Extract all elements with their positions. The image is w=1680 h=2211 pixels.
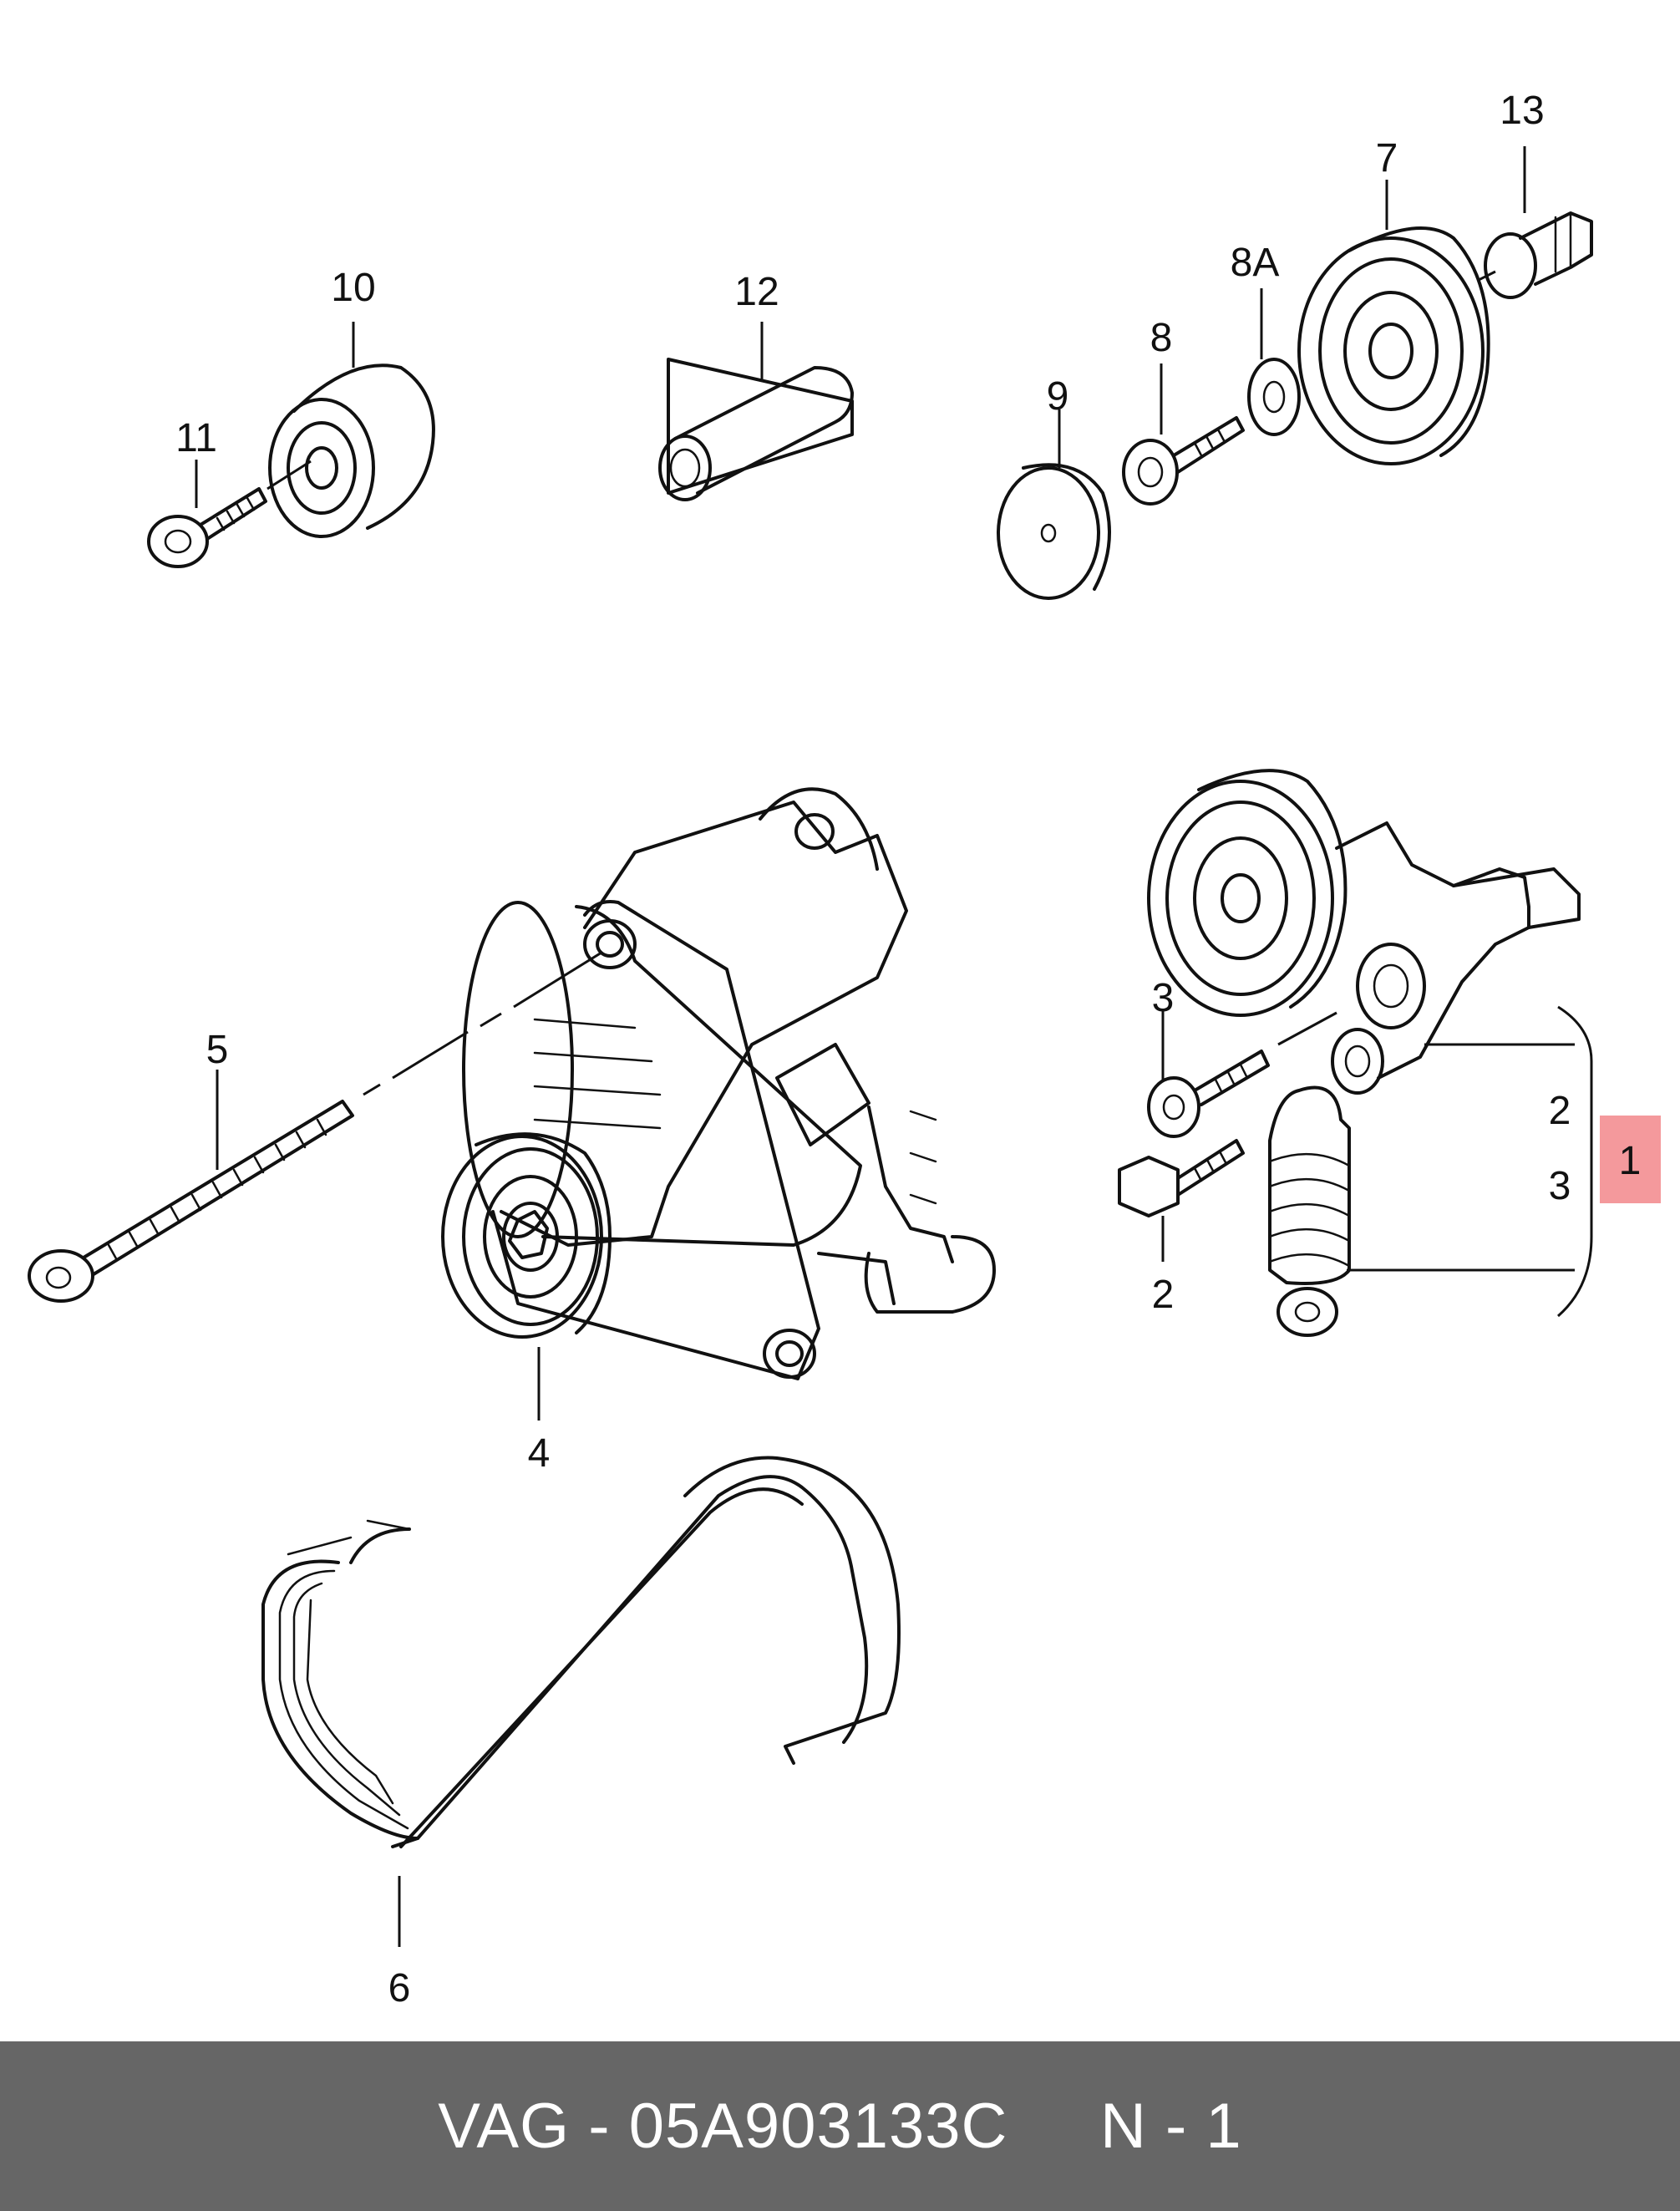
callout-10: 10 xyxy=(331,266,375,310)
part-5-long-bolt xyxy=(28,951,602,1303)
callout-9: 9 xyxy=(1047,374,1069,419)
part-10-idler-roller xyxy=(268,322,435,538)
callout-3-bracket: 3 xyxy=(1549,1164,1571,1208)
footer-bar: VAG - 05A903133C N - 1 xyxy=(0,2041,1680,2211)
callout-11: 11 xyxy=(175,416,217,460)
callout-5: 5 xyxy=(206,1028,229,1072)
callout-3-bolt: 3 xyxy=(1152,976,1175,1020)
part-6-ribbed-belt xyxy=(261,1456,901,1947)
callout-2-bracket: 2 xyxy=(1549,1089,1571,1133)
part-1-tensioner-assembly xyxy=(1147,769,1593,1337)
callout-1: 1 xyxy=(1619,1139,1642,1183)
callout-2-bolt: 2 xyxy=(1152,1273,1175,1317)
callout-12: 12 xyxy=(734,270,779,314)
part-11-bolt xyxy=(147,460,312,568)
callout-13: 13 xyxy=(1500,89,1544,133)
part-8a-washer xyxy=(1247,288,1301,436)
callout-8: 8 xyxy=(1150,316,1173,360)
callout-7: 7 xyxy=(1376,136,1398,180)
part-2-bolt xyxy=(1118,1139,1245,1262)
part-4-alternator xyxy=(441,787,996,1421)
part-number-caption: VAG - 05A903133C N - 1 xyxy=(438,2091,1242,2162)
part-8-bolt xyxy=(1122,363,1245,506)
part-13-threaded-stud xyxy=(1478,146,1593,299)
callout-6: 6 xyxy=(388,1966,411,2010)
callout-1-highlight xyxy=(1600,1116,1661,1203)
parts-diagram: 10 11 12 13 7 8A 8 9 5 4 6 3 2 2 3 1 xyxy=(28,89,1661,2010)
callout-4: 4 xyxy=(528,1431,551,1476)
part-12-sleeve xyxy=(658,322,854,501)
callout-8a: 8A xyxy=(1231,241,1280,285)
part-7-pulley xyxy=(1297,180,1490,465)
part-9-cap xyxy=(997,409,1111,600)
part-3-bolt xyxy=(1147,1011,1337,1138)
